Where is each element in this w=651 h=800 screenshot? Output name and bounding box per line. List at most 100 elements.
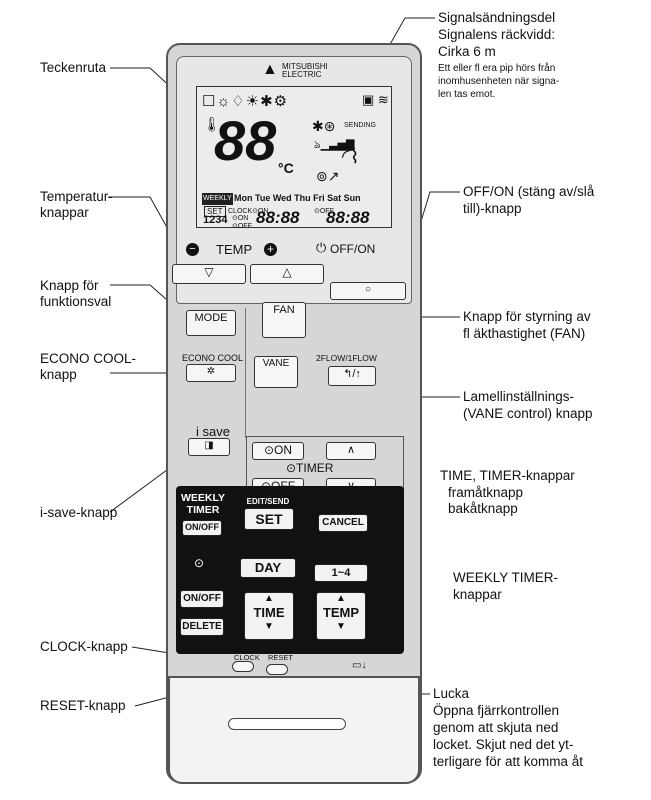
lcd-1234: 1234 [203,214,228,226]
set-button[interactable]: SET [244,508,294,530]
lcd-days: Mon Tue Wed Thu Fri Sat Sun [234,193,361,203]
isave-label: i save [196,424,230,439]
vane-icon: ◜⌇ [342,146,360,168]
mitsubishi-logo-icon: ▲ [262,61,278,78]
timer-up-button[interactable]: ∧ [326,442,376,460]
lid-side-label-4: locket. Skjut ned det yt- [433,737,574,752]
timer-on-button[interactable]: ⊙ON [252,442,304,460]
reset-side-label: RESET-knapp [40,698,126,713]
weekly-side-label-1: WEEKLY TIMER- [453,570,559,585]
fan-speed-icon: ✱⊛ [312,118,336,134]
lcd-time-2: 88:88 [326,208,370,227]
brand-sub: ELECTRIC [282,70,322,79]
lcd-off-2: ⊙OFF [232,223,252,230]
lid-side-label-3: genom att skjuta ned [433,720,559,735]
lcd-set: SET [204,206,226,217]
weekly-side-label-2: knappar [453,587,502,602]
lcd-temperature: 88 [214,109,277,172]
temp-buttons-label-2: knappar [40,205,89,220]
lid-side-label-5: terligare för att komma åt [433,754,584,769]
offon-button[interactable]: ○ [330,282,406,300]
weekly-onoff-button[interactable]: ON/OFF [182,520,222,536]
onoff2-button[interactable]: ON/OFF [180,590,224,608]
fan-button[interactable]: FAN [262,302,306,338]
time-button[interactable]: ▲ TIME ▼ [244,592,294,640]
time-label: TIME [253,605,285,620]
clock-button[interactable] [232,661,254,672]
temp-buttons-label-1: Temperatur- [40,189,113,204]
delete-button[interactable]: DELETE [180,618,224,636]
temp2-label: TEMP [322,605,360,620]
mode-button[interactable]: MODE [186,310,236,336]
power-icon: ⏻ [316,240,327,255]
fan-bars-icon: ঌ▁▃▅▇ [314,139,355,151]
signal-icon: ▣ ≋ [362,92,389,107]
fan-side-label-2: fl äkthastighet (FAN) [463,326,586,341]
reset-key-label: RESET [268,653,294,662]
signal-label-1: Signalsändningsdel [438,10,556,25]
fan-side-label-1: Knapp för styrning av [463,309,591,324]
day-button[interactable]: DAY [240,558,296,578]
vane-side-label-1: Lamellinställnings- [463,389,575,404]
signal-label-3: Cirka 6 m [438,44,496,59]
lcd-off: ⊙OFF [314,208,334,215]
weekly-label-1: WEEKLY [181,492,225,504]
timer-side-label-2: framåtknapp [448,485,524,500]
flow-button[interactable]: ↰/↑ [328,366,376,386]
thermometer-icon: 🌡 [203,116,221,132]
clock-key-label: CLOCK [234,653,260,662]
remote-lid[interactable] [168,676,420,784]
temp-up-icon: ▲ [336,593,346,604]
signal-label-5: inomhusenheten när signa- [438,76,560,87]
econo-cool-button[interactable]: ✲ [186,364,236,382]
temp-label: TEMP [216,242,253,257]
offon-side-label-2: till)-knapp [463,201,522,216]
clock-symbol-icon: ⊙ [194,556,205,570]
cancel-button[interactable]: CANCEL [318,514,368,532]
mode-icons: ☐☼♢☀✱⚙ [202,93,289,110]
time-up-icon: ▲ [264,593,274,604]
brand-name: MITSUBISHI [282,62,328,71]
flow-label: 2FLOW/1FLOW [316,353,377,363]
lid-slot [228,718,346,730]
lcd-sending: SENDING [344,122,376,129]
temp2-button[interactable]: ▲ TEMP ▼ [316,592,366,640]
mode-label-1: Knapp för [40,278,99,293]
temp-down-icon: ▼ [336,621,346,632]
lid-side-label-2: Öppna fjärrkontrollen [433,703,560,718]
timer-side-label-1: TIME, TIMER-knappar [440,468,575,483]
mode-label-2: funktionsval [40,294,112,309]
temp-down-button[interactable]: ▽ [172,264,246,284]
plus-icon: + [264,243,277,256]
vane-direction-icon: ⊚↗ [316,168,340,184]
timer-label: ⊙TIMER [286,461,334,475]
display-label: Teckenruta [40,60,107,75]
lcd-unit: °C [278,160,294,176]
time-down-icon: ▼ [264,621,274,632]
vane-button[interactable]: VANE [254,356,298,388]
isave-side-label: i-save-knapp [40,505,118,520]
minus-icon: − [186,243,199,256]
lcd-time-1: 88:88 [256,208,300,227]
signal-label-2: Signalens räckvidd: [438,27,556,42]
vertical-divider [245,308,246,438]
range-button[interactable]: 1~4 [314,564,368,582]
timer-side-label-3: bakåtknapp [448,501,518,516]
temp-up-button[interactable]: △ [250,264,324,284]
econo-label-2: knapp [40,367,77,382]
offon-label: OFF/ON [330,242,376,256]
edit-send-label: EDIT/SEND [246,497,290,506]
offon-side-label-1: OFF/ON (stäng av/slå [463,184,595,199]
clock-side-label: CLOCK-knapp [40,639,128,654]
signal-label-6: len tas emot. [438,89,496,100]
reset-button[interactable] [266,664,288,675]
lcd-weekly: WEEKLY [202,193,233,205]
lcd-on: ⊙ON [232,215,249,222]
battery-icon: ▭↓ [352,660,367,671]
isave-button[interactable]: ◨ [188,438,230,456]
signal-label-4: Ett eller fl era pip hörs från [438,63,556,74]
weekly-label-2: TIMER [186,504,220,516]
econo-label-1: ECONO COOL- [40,351,137,366]
econo-cool-label: ECONO COOL [182,353,244,363]
vane-side-label-2: (VANE control) knapp [463,406,593,421]
